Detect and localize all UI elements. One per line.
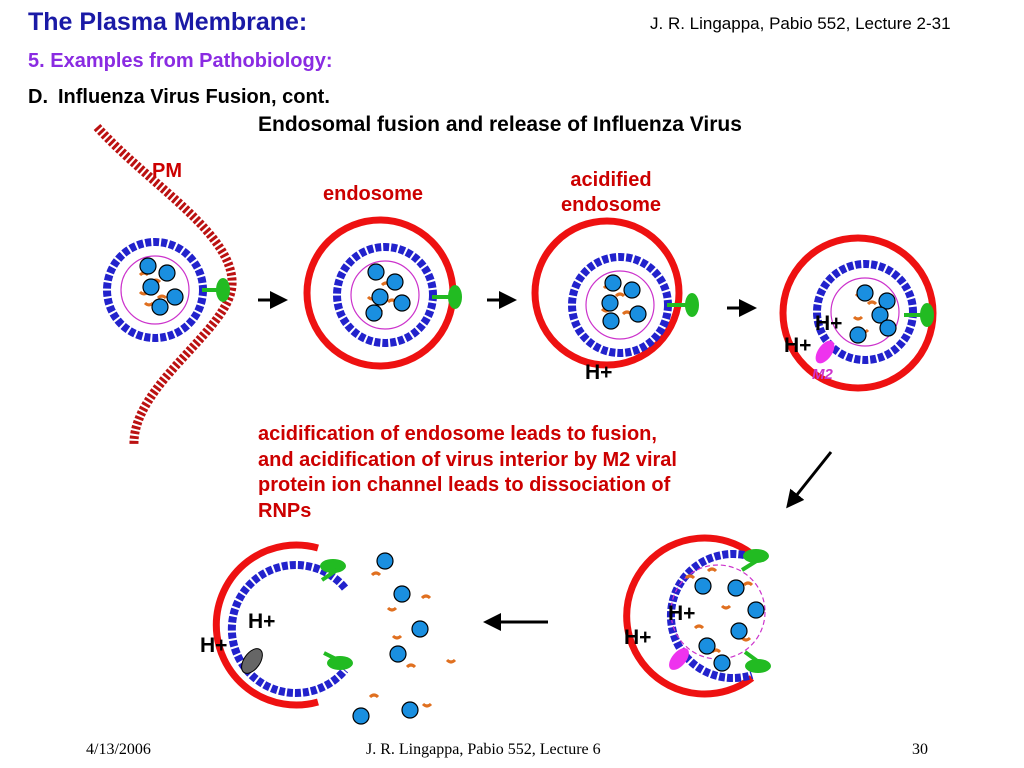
footer-date: 4/13/2006 <box>86 741 151 758</box>
hemagglutinin-icon <box>685 293 699 317</box>
diagram-caption: acidification of endosome leads to fusio… <box>258 423 677 522</box>
hemagglutinin-icon <box>216 278 230 302</box>
course-reference: J. R. Lingappa, Pabio 552, Lecture 2-31 <box>650 14 951 33</box>
rnp-release-stage <box>212 541 457 725</box>
arrow-down-left-icon <box>786 451 833 509</box>
virus-at-membrane <box>103 238 230 342</box>
diagram-title: Endosomal fusion and release of Influenz… <box>258 113 742 136</box>
pm-label: PM <box>152 160 182 182</box>
released-rnps <box>352 552 457 725</box>
page-title: The Plasma Membrane: <box>28 8 308 36</box>
acidified-endosome-stage <box>531 217 699 369</box>
rnp-cluster <box>138 257 184 316</box>
fusion-stage <box>623 534 771 698</box>
proton-label: H+ <box>248 610 276 633</box>
m2-acidification-stage <box>779 234 937 392</box>
plasma-membrane <box>93 123 237 446</box>
proton-label: H+ <box>784 334 812 357</box>
subsection-text: Influenza Virus Fusion, cont. <box>58 86 330 108</box>
hemagglutinin-icon <box>320 559 346 573</box>
m2-label: M2 <box>812 366 833 383</box>
proton-label: H+ <box>815 312 843 335</box>
subsection-heading: D. Influenza Virus Fusion, cont. <box>28 86 330 109</box>
closed-m2-channel-icon <box>241 648 263 674</box>
proton-label: H+ <box>585 361 613 384</box>
proton-label: H+ <box>624 626 652 649</box>
section-heading: 5. Examples from Pathobiology: <box>28 50 333 72</box>
acidified-endosome-label: acidified endosome <box>560 169 662 216</box>
hemagglutinin-icon <box>920 303 934 327</box>
m2-channel-icon <box>669 648 689 670</box>
hemagglutinin-icon <box>745 659 771 673</box>
endosome-stage <box>303 216 462 370</box>
m2-channel-icon <box>815 340 835 364</box>
page-number: 30 <box>912 741 928 758</box>
proton-label: H+ <box>668 602 696 625</box>
proton-label: H+ <box>200 634 228 657</box>
hemagglutinin-icon <box>448 285 462 309</box>
endosome-label: endosome <box>323 183 424 205</box>
subsection-letter: D. <box>28 86 48 108</box>
footer-course: J. R. Lingappa, Pabio 552, Lecture 6 <box>366 741 601 758</box>
hemagglutinin-icon <box>743 549 769 563</box>
